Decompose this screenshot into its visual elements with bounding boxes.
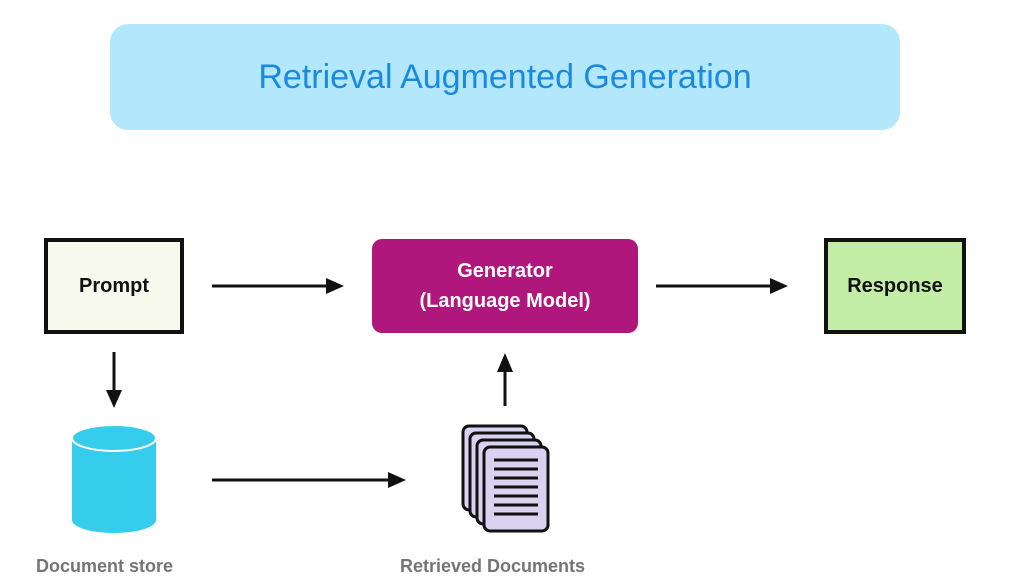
arrow-prompt-to-generator [212,278,344,294]
arrow-prompt-to-store [106,352,122,408]
prompt-node: Prompt [44,238,184,334]
response-node: Response [824,238,966,334]
diagram-title: Retrieval Augmented Generation [258,57,752,96]
documents-icon [461,424,550,533]
document-store-label: Document store [36,556,174,576]
generator-label: Generator [457,260,553,282]
prompt-label: Prompt [79,274,149,297]
response-label: Response [847,274,943,297]
arrow-generator-to-response [656,278,788,294]
database-icon [71,424,157,533]
generator-node: Generator (Language Model) [372,239,638,333]
title-banner: Retrieval Augmented Generation [110,24,900,130]
arrow-documents-to-generator [497,353,513,406]
arrow-store-to-documents [212,472,406,488]
generator-sublabel: (Language Model) [419,290,591,312]
retrieved-documents-label: Retrieved Documents [400,556,586,576]
